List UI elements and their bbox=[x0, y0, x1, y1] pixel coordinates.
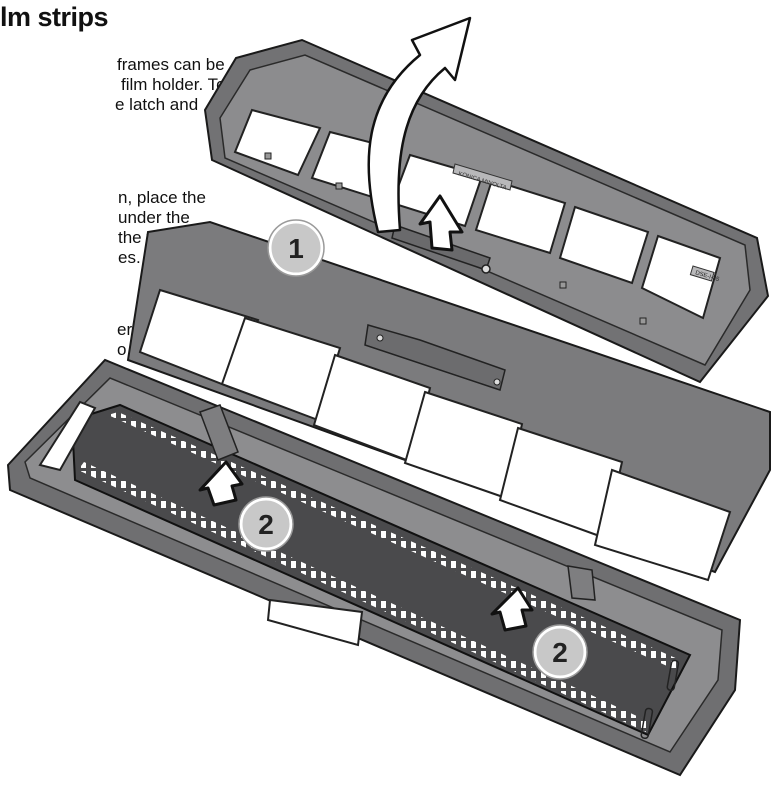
paragraph-2-line-2: under the bbox=[118, 208, 190, 227]
step-2b-badge: 2 bbox=[532, 624, 588, 680]
step-1-label: 1 bbox=[288, 233, 304, 264]
paragraph-2-line-1: n, place the bbox=[118, 188, 206, 207]
paragraph-1-line-1: frames can be bbox=[117, 55, 225, 74]
section-heading: lm strips bbox=[0, 2, 109, 32]
paragraph-3-line-2: o bbox=[117, 340, 127, 359]
step-2a-badge: 2 bbox=[238, 496, 294, 552]
paragraph-3: er o bbox=[117, 320, 132, 360]
up-arrow-icon bbox=[198, 460, 244, 507]
step-1-badge: 1 bbox=[267, 219, 325, 277]
step-2a-label: 2 bbox=[258, 509, 274, 540]
step-2b-label: 2 bbox=[552, 637, 568, 668]
paragraph-3-line-1: er bbox=[117, 320, 133, 339]
curved-arrow-icon bbox=[367, 16, 472, 234]
paragraph-1-line-2: film holder. To bbox=[121, 75, 226, 94]
paragraph-1: frames can be film holder. To e latch an… bbox=[115, 55, 226, 115]
paragraph-2-line-4: es. bbox=[118, 248, 141, 267]
paragraph-1-line-3: e latch and bbox=[115, 95, 199, 114]
up-arrow-icon bbox=[490, 586, 534, 632]
top-film-holder-cover: KONICA MINOLTA DSE-I-35 bbox=[203, 38, 770, 384]
up-arrow-icon bbox=[418, 194, 464, 252]
